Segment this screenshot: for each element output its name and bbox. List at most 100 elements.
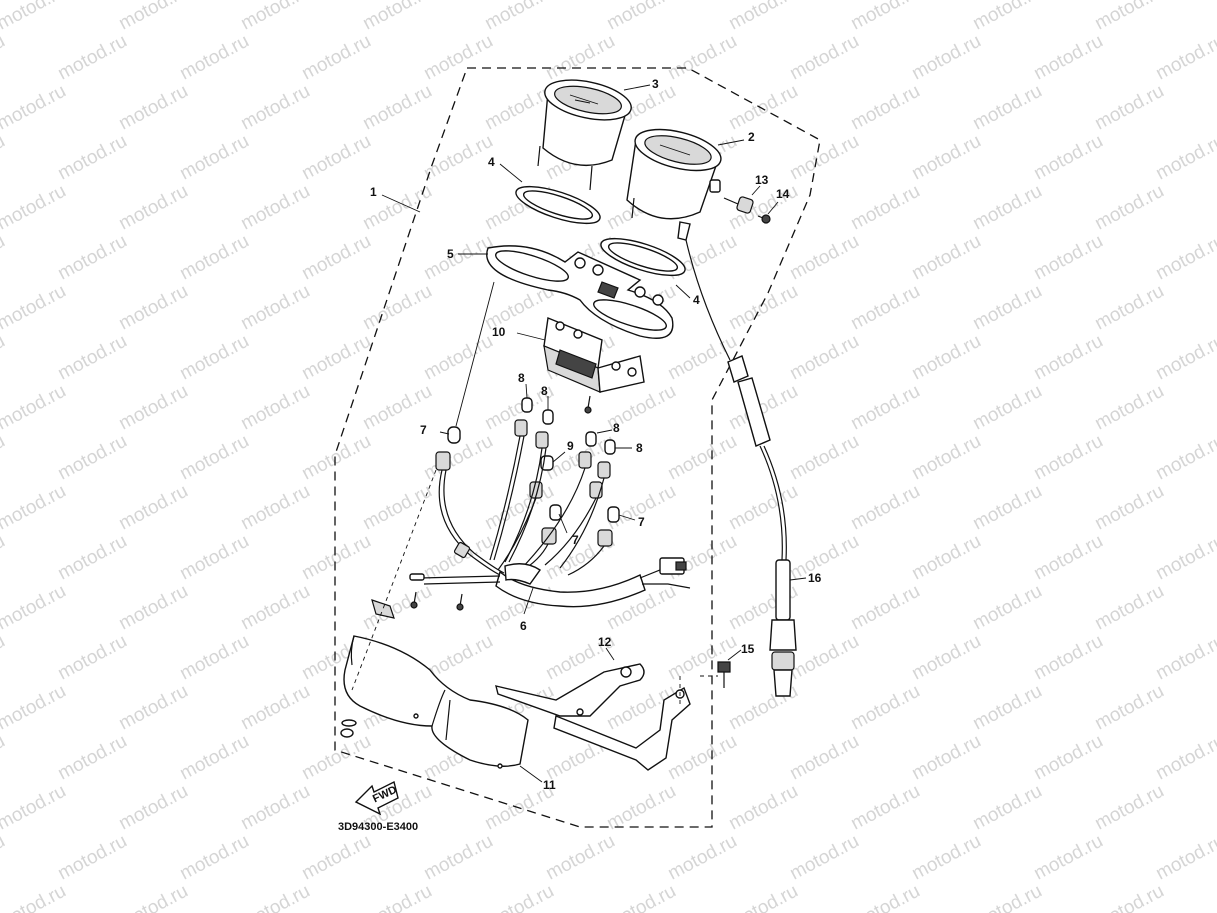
watermark-text: motod.ru: [1030, 831, 1106, 885]
watermark-text: motod.ru: [115, 781, 191, 835]
watermark-text: motod.ru: [54, 631, 130, 685]
callout-3: 3: [652, 77, 659, 91]
watermark-text: motod.ru: [1030, 431, 1106, 485]
watermark-text: motod.ru: [1213, 0, 1217, 34]
watermark-text: motod.ru: [786, 31, 862, 85]
watermark-text: motod.ru: [1213, 381, 1217, 435]
watermark-text: motod.ru: [481, 881, 557, 913]
watermark-text: motod.ru: [786, 531, 862, 585]
watermark-text: motod.ru: [0, 781, 70, 835]
watermark-text: motod.ru: [176, 631, 252, 685]
meter-gasket-part-right: [600, 237, 686, 277]
callout-7-left: 7: [420, 423, 427, 437]
speedometer-cable-part: [685, 239, 797, 697]
watermark-text: motod.ru: [969, 881, 1045, 913]
watermark-text: motod.ru: [969, 781, 1045, 835]
watermark-text: motod.ru: [0, 831, 9, 885]
callout-1: 1: [370, 185, 377, 199]
watermark-text: motod.ru: [298, 31, 374, 85]
watermark-text: motod.ru: [298, 731, 374, 785]
watermark-text: motod.ru: [847, 381, 923, 435]
callout-13: 13: [755, 173, 769, 187]
watermark-text: motod.ru: [0, 881, 70, 913]
watermark-text: motod.ru: [176, 231, 252, 285]
watermark-text: motod.ru: [1030, 31, 1106, 85]
watermark-text: motod.ru: [1152, 631, 1217, 685]
watermark-text: motod.ru: [176, 131, 252, 185]
watermark-text: motod.ru: [1152, 31, 1217, 85]
watermark-text: motod.ru: [115, 881, 191, 913]
watermark-text: motod.ru: [1091, 381, 1167, 435]
watermark-text: motod.ru: [0, 181, 70, 235]
watermark-text: motod.ru: [298, 831, 374, 885]
watermark-text: motod.ru: [786, 631, 862, 685]
watermark-text: motod.ru: [237, 681, 313, 735]
watermark-text: motod.ru: [298, 231, 374, 285]
watermark-text: motod.ru: [420, 331, 496, 385]
watermark-text: motod.ru: [0, 31, 9, 85]
callout-6: 6: [520, 619, 527, 633]
watermark-text: motod.ru: [1213, 881, 1217, 913]
watermark-text: motod.ru: [542, 831, 618, 885]
tachometer-part: [537, 79, 632, 191]
watermark-text: motod.ru: [1213, 481, 1217, 535]
watermark-text: motod.ru: [908, 731, 984, 785]
watermark-text: motod.ru: [0, 581, 70, 635]
watermark-text: motod.ru: [176, 31, 252, 85]
cover-nuts: [340, 719, 357, 738]
bulb-part-7b: [549, 504, 562, 521]
bracket-part: [495, 663, 691, 771]
watermark-text: motod.ru: [0, 631, 9, 685]
watermark-text: motod.ru: [1091, 481, 1167, 535]
callout-4-lower: 4: [693, 293, 700, 307]
callout-7-middle: 7: [572, 533, 579, 547]
watermark-text: motod.ru: [0, 731, 9, 785]
watermark-text: motod.ru: [847, 181, 923, 235]
watermark-text: motod.ru: [847, 681, 923, 735]
watermark-text: motod.ru: [237, 281, 313, 335]
assembly-boundary: [334, 67, 821, 828]
diagram-code: 3D94300-E3400: [338, 821, 418, 833]
callout-15: 15: [741, 642, 755, 656]
bulb-part-7c: [607, 506, 620, 523]
watermark-text: motod.ru: [664, 831, 740, 885]
callout-4-upper: 4: [488, 155, 495, 169]
watermark-text: motod.ru: [420, 831, 496, 885]
watermark-text: motod.ru: [969, 281, 1045, 335]
watermark-text: motod.ru: [786, 131, 862, 185]
watermark-text: motod.ru: [420, 231, 496, 285]
watermark-text: motod.ru: [359, 281, 435, 335]
watermark-text: motod.ru: [1091, 181, 1167, 235]
watermark-text: motod.ru: [54, 531, 130, 585]
watermark-text: motod.ru: [359, 81, 435, 135]
watermark-text: motod.ru: [298, 431, 374, 485]
watermark-text: motod.ru: [115, 181, 191, 235]
watermark-text: motod.ru: [1091, 81, 1167, 135]
watermark-text: motod.ru: [1091, 781, 1167, 835]
watermark-text: motod.ru: [1152, 431, 1217, 485]
watermark-text: motod.ru: [115, 681, 191, 735]
watermark-text: motod.ru: [542, 31, 618, 85]
callout-12: 12: [598, 635, 612, 649]
watermark-text: motod.ru: [908, 31, 984, 85]
callout-9: 9: [567, 439, 574, 453]
watermark-text: motod.ru: [54, 831, 130, 885]
watermark-text: motod.ru: [359, 0, 435, 34]
watermark-text: motod.ru: [176, 331, 252, 385]
bulb-part-8b: [542, 409, 554, 425]
watermark-text: motod.ru: [664, 731, 740, 785]
watermark-text: motod.ru: [0, 331, 9, 385]
watermark-text: motod.ru: [725, 281, 801, 335]
watermark-text: motod.ru: [1152, 831, 1217, 885]
watermark-text: motod.ru: [1030, 631, 1106, 685]
callout-16: 16: [808, 571, 822, 585]
watermark-text: motod.ru: [1091, 0, 1167, 34]
watermark-text: motod.ru: [664, 431, 740, 485]
callout-8-a: 8: [518, 371, 525, 385]
watermark-text: motod.ru: [0, 231, 9, 285]
watermark-text: motod.ru: [115, 281, 191, 335]
watermark-text: motod.ru: [0, 531, 9, 585]
watermark-text: motod.ru: [54, 131, 130, 185]
watermark-text: motod.ru: [969, 381, 1045, 435]
